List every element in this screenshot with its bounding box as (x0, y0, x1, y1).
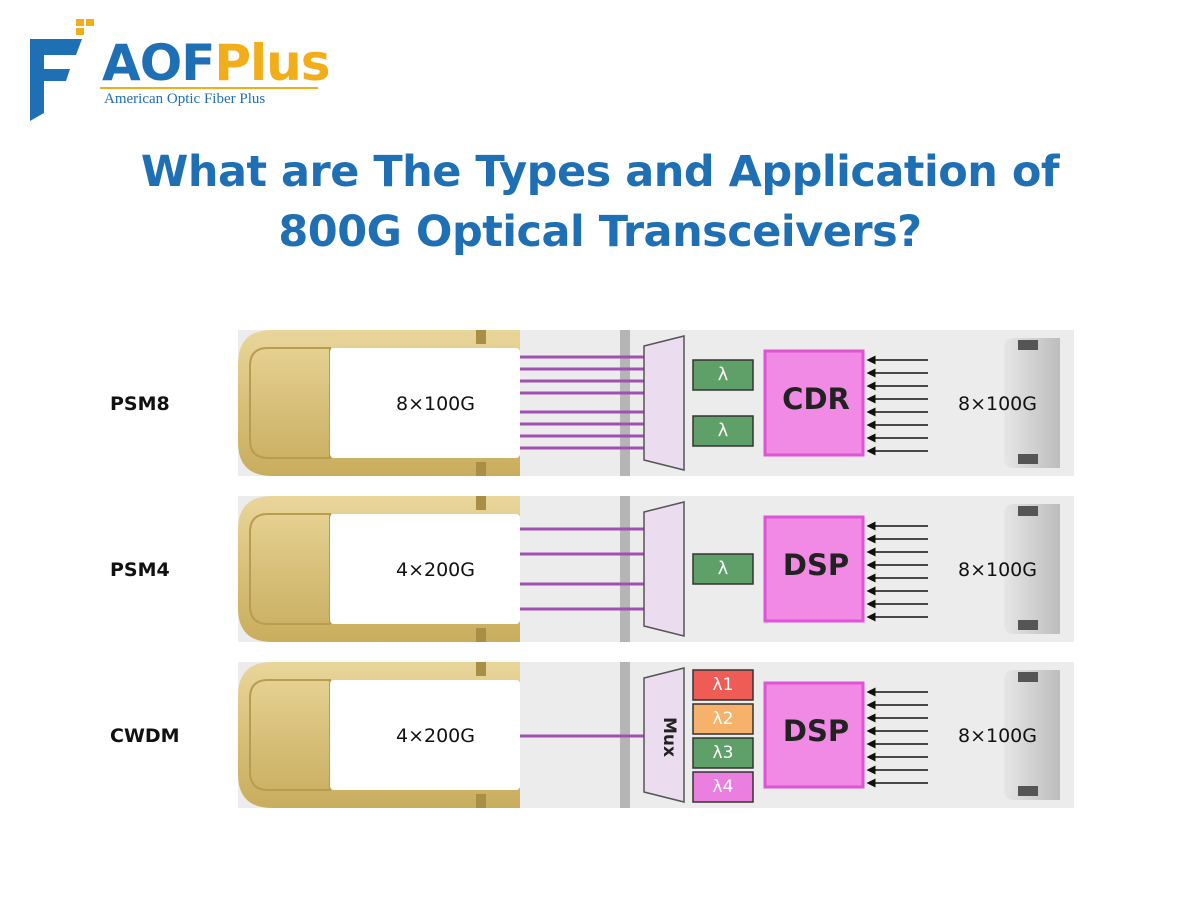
dsp-chip (763, 681, 865, 789)
lambda-label: λ (717, 364, 729, 385)
aofplus-logo: AOFPlus American Optic Fiber Plus (20, 15, 331, 125)
lambda-label-3: λ3 (712, 743, 734, 763)
lambda-block-2 (692, 703, 754, 735)
module-label-cwdm: CWDM (110, 725, 180, 747)
lambda-label: λ (717, 558, 729, 579)
title-line-1: What are The Types and Application of (140, 147, 1060, 197)
chip-label: DSP (782, 714, 850, 748)
electrical-speed-label: 8×100G (958, 393, 1037, 415)
logo-wordmark: AOFPlus (102, 33, 331, 93)
optical-mux-block (643, 335, 685, 471)
electrical-lane-arrows (866, 687, 928, 788)
electrical-speed-label: 8×100G (958, 725, 1037, 747)
lambda-label-1: λ1 (712, 675, 734, 695)
optical-mux-block (643, 667, 685, 803)
fiber-lines (520, 355, 644, 450)
dsp-chip (763, 515, 865, 623)
electrical-lane-arrows (866, 355, 928, 456)
chip-label: DSP (782, 548, 850, 582)
optical-mux-block (643, 501, 685, 637)
logo-f-mark-icon (30, 19, 94, 121)
lambda-block-4 (692, 771, 754, 803)
module-label-psm8: PSM8 (110, 393, 170, 415)
module-label-psm4: PSM4 (110, 559, 170, 581)
module-psm4: 4×200G λ DSP 8×100G (238, 496, 1074, 644)
chip-label: CDR (782, 382, 850, 416)
module-cwdm: 4×200G Mux λ1 λ2 λ3 λ4 DSP 8×100G (238, 662, 1074, 810)
logo-brand-aof: AOF (102, 34, 215, 92)
title-line-2: 800G Optical Transceivers? (278, 207, 922, 257)
optical-speed-label: 4×200G (396, 725, 475, 747)
lambda-label-2: λ2 (712, 709, 734, 729)
electrical-lane-arrows (866, 521, 928, 622)
cdr-chip (763, 349, 865, 457)
electrical-speed-label: 8×100G (958, 559, 1037, 581)
lambda-block-3 (692, 737, 754, 769)
lambda-label: λ (717, 420, 729, 441)
lambda-block (692, 359, 754, 391)
module-psm8: 8×100G λ λ CDR 8×100G (238, 330, 1074, 478)
mux-label: Mux (659, 717, 679, 757)
page-title: What are The Types and Application of 80… (0, 142, 1200, 262)
lambda-block (692, 553, 754, 585)
optical-speed-label: 8×100G (396, 393, 475, 415)
logo-brand-plus: Plus (214, 34, 330, 92)
logo-divider (100, 87, 318, 89)
lambda-label-4: λ4 (712, 777, 734, 797)
lambda-block (692, 415, 754, 447)
lambda-block-1 (692, 669, 754, 701)
optical-speed-label: 4×200G (396, 559, 475, 581)
fiber-lines (520, 527, 644, 611)
logo-tagline: American Optic Fiber Plus (104, 91, 266, 107)
